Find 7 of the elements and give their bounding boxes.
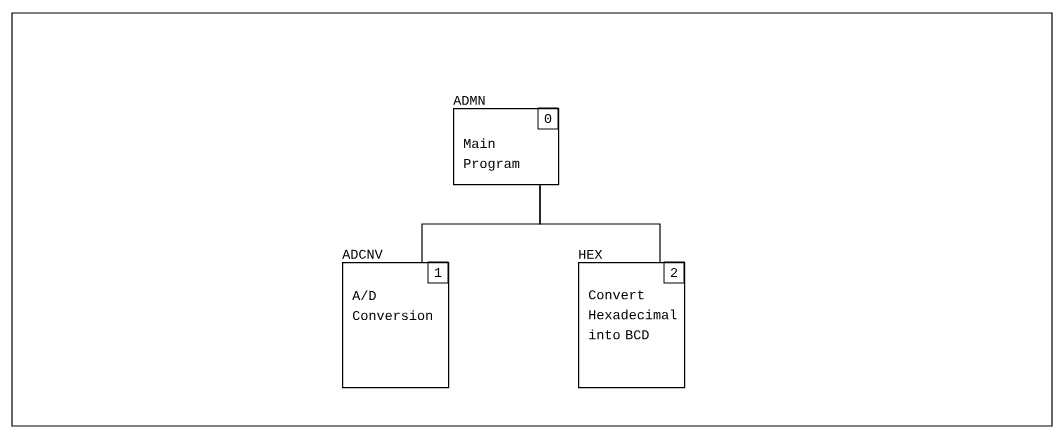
module-name: ADCNV — [342, 249, 383, 259]
connector-line — [539, 184, 661, 263]
module-box: 2 Convert Hexadecimal into BCD — [578, 261, 686, 389]
module-name: HEX — [579, 249, 603, 259]
module-box: 1 A/D Conversion — [342, 261, 450, 389]
module-box: 0 Main Program — [453, 107, 560, 186]
module-name: ADMN — [453, 95, 485, 105]
